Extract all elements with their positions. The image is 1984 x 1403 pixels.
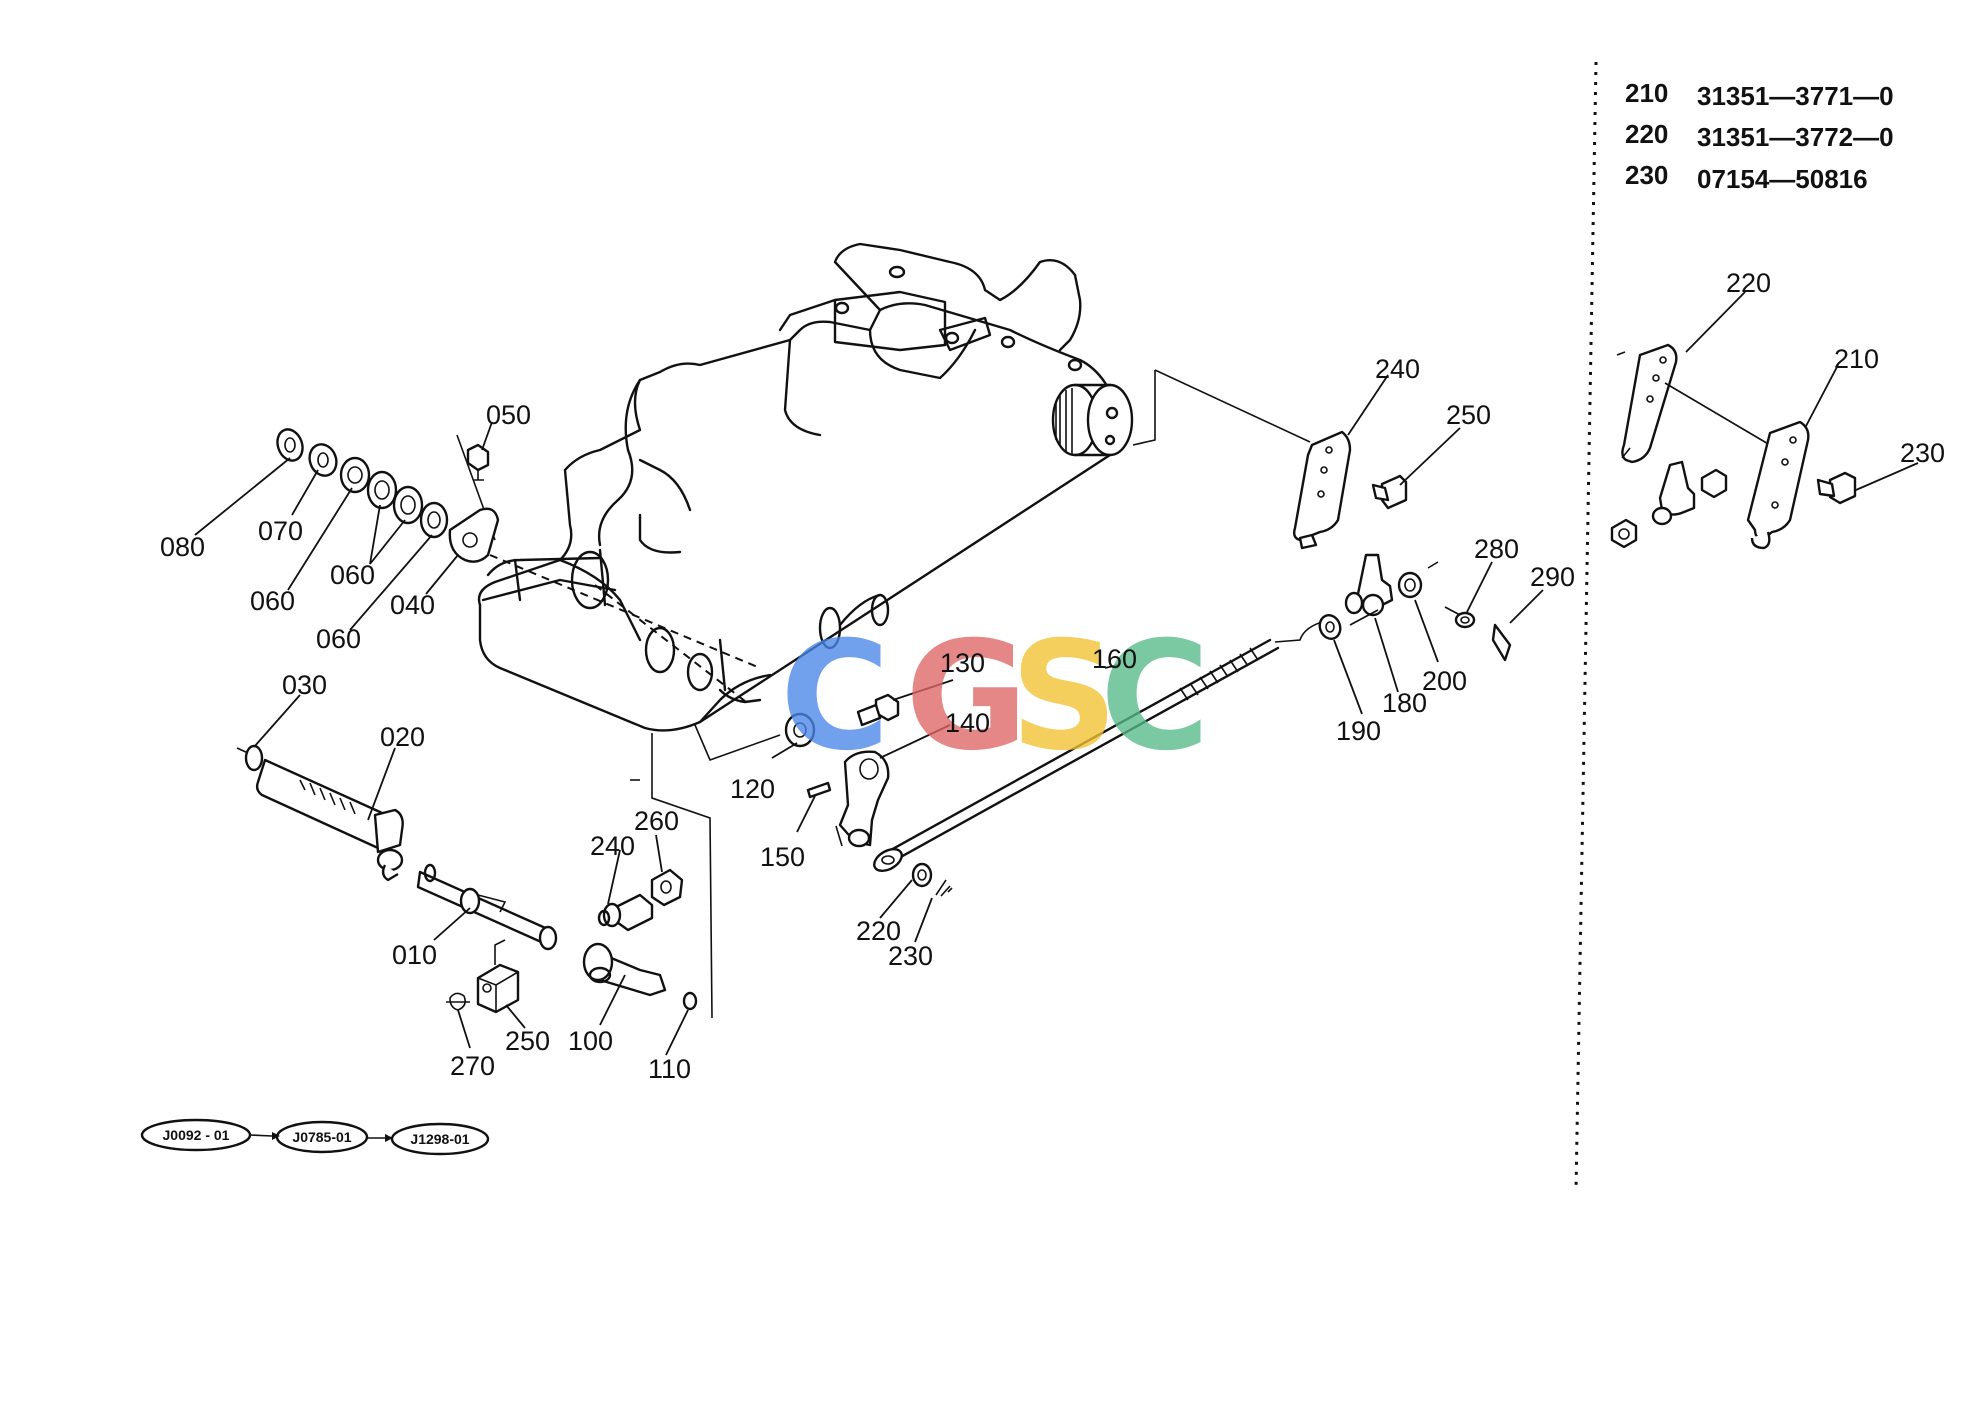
label-190: 220 [856, 916, 901, 946]
ref-code-3: J1298-01 [410, 1131, 469, 1147]
label-290: 290 [1530, 562, 1575, 592]
label-160: 160 [1092, 644, 1137, 674]
label-060a: 060 [250, 586, 295, 616]
table-ref-230: 230 [1625, 160, 1668, 190]
label-080: 070 [258, 516, 303, 546]
watermark-letter-c2: C [1100, 610, 1210, 784]
transmission-housing [477, 242, 1134, 732]
ref-code-2: J0785-01 [292, 1129, 351, 1145]
label-220a: 240 [1375, 354, 1420, 384]
label-180b: 200 [1422, 666, 1467, 696]
cgsc-watermark: C G S C [780, 610, 1210, 784]
label-220b: 220 [1726, 268, 1771, 298]
table-partno-220: 31351—3772—0 [1697, 122, 1894, 152]
watermark-letter-g: G [905, 610, 1028, 784]
label-040: 040 [390, 590, 435, 620]
center-linkage [784, 619, 1331, 897]
label-030: 030 [282, 670, 327, 700]
ref-code-oval-3 [390, 1122, 490, 1156]
label-120: 120 [730, 774, 775, 804]
label-270: 270 [450, 1051, 495, 1081]
leader-lines [194, 291, 1919, 1056]
watermark-letter-c1: C [780, 610, 890, 784]
label-180a: 190 [1336, 716, 1381, 746]
lower-shaft-assembly [236, 744, 698, 1014]
label-280: 280 [1474, 534, 1519, 564]
label-010: 010 [392, 940, 437, 970]
ref-code-oval-2 [275, 1120, 369, 1154]
table-ref-210: 210 [1625, 78, 1668, 108]
label-020: 020 [380, 722, 425, 752]
label-070: 060 [330, 560, 375, 590]
table-partno-230: 07154—50816 [1697, 164, 1868, 194]
label-170: 180 [1382, 688, 1427, 718]
assembly-lines [456, 369, 1311, 1019]
shaft-hardware-stack [276, 428, 500, 563]
label-060b: 060 [316, 624, 361, 654]
label-130: 130 [940, 648, 985, 678]
table-ref-220: 220 [1625, 119, 1668, 149]
watermark-letter-s: S [1010, 610, 1118, 784]
section-divider [1574, 61, 1598, 1191]
label-150: 150 [760, 842, 805, 872]
label-230b: 230 [1900, 438, 1945, 468]
part-labels: 080 070 060 060 060 040 050 030 020 010 … [160, 268, 1945, 1084]
label-110: 110 [648, 1054, 691, 1084]
label-260: 260 [634, 806, 679, 836]
label-230a: 250 [1446, 400, 1491, 430]
label-250: 250 [505, 1026, 550, 1056]
table-partno-210: 31351—3771—0 [1697, 81, 1894, 111]
label-100: 100 [568, 1026, 613, 1056]
reference-code-chain: J0092 - 01 J0785-01 J1298-01 [140, 1118, 490, 1156]
label-210: 210 [1834, 344, 1879, 374]
label-050: 050 [486, 400, 531, 430]
label-140: 140 [945, 708, 990, 738]
alternate-bracket-inset [1610, 343, 1857, 550]
label-200: 230 [888, 941, 933, 971]
label-090: 080 [160, 532, 205, 562]
label-240: 240 [590, 831, 635, 861]
right-bracket-assembly [1292, 430, 1512, 662]
ref-code-1: J0092 - 01 [163, 1127, 230, 1143]
parts-number-table: 210 31351—3771—0 220 31351—3772—0 230 07… [1625, 78, 1894, 194]
